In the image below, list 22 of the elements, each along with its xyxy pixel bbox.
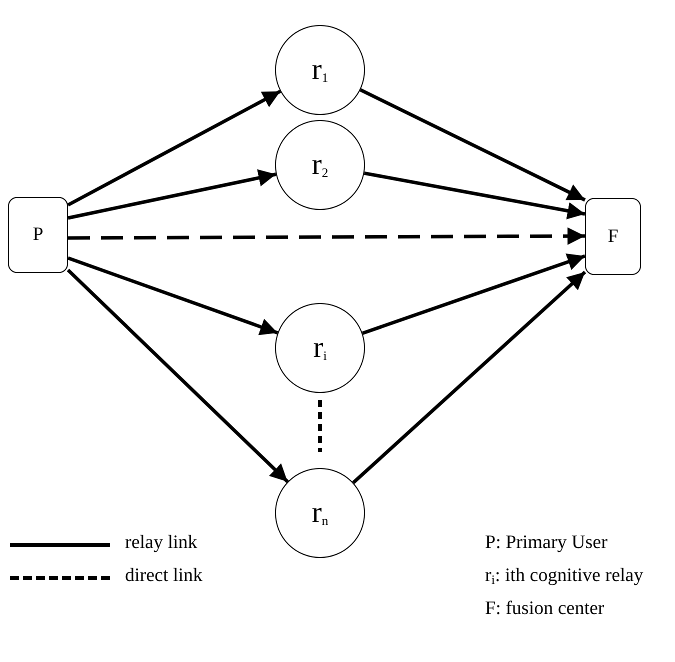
arrow <box>360 88 586 202</box>
arrow <box>364 171 586 220</box>
node-box <box>8 197 68 273</box>
arrow <box>68 169 276 220</box>
node-label: r$_{2}$ <box>312 148 328 182</box>
node-box <box>585 198 641 275</box>
arrow <box>67 90 282 207</box>
arrow <box>352 270 586 484</box>
node-label: F <box>608 226 618 248</box>
arrow <box>67 256 278 336</box>
node-label: r$_{n}$ <box>312 496 328 530</box>
legend-text: relay link <box>125 532 198 554</box>
legend-text: direct link <box>125 565 203 587</box>
note-text: F: fusion center <box>485 598 604 620</box>
node-label: P <box>32 224 44 246</box>
note-text: P: Primary User <box>485 532 608 554</box>
node-label: r$_{i}$ <box>313 331 327 365</box>
arrow <box>66 268 289 484</box>
dashed-arrow <box>68 227 585 245</box>
arrow <box>362 253 586 335</box>
note-text: r$_{i}$: ith cognitive relay <box>485 565 644 588</box>
node-label: r$_{1}$ <box>312 53 328 87</box>
